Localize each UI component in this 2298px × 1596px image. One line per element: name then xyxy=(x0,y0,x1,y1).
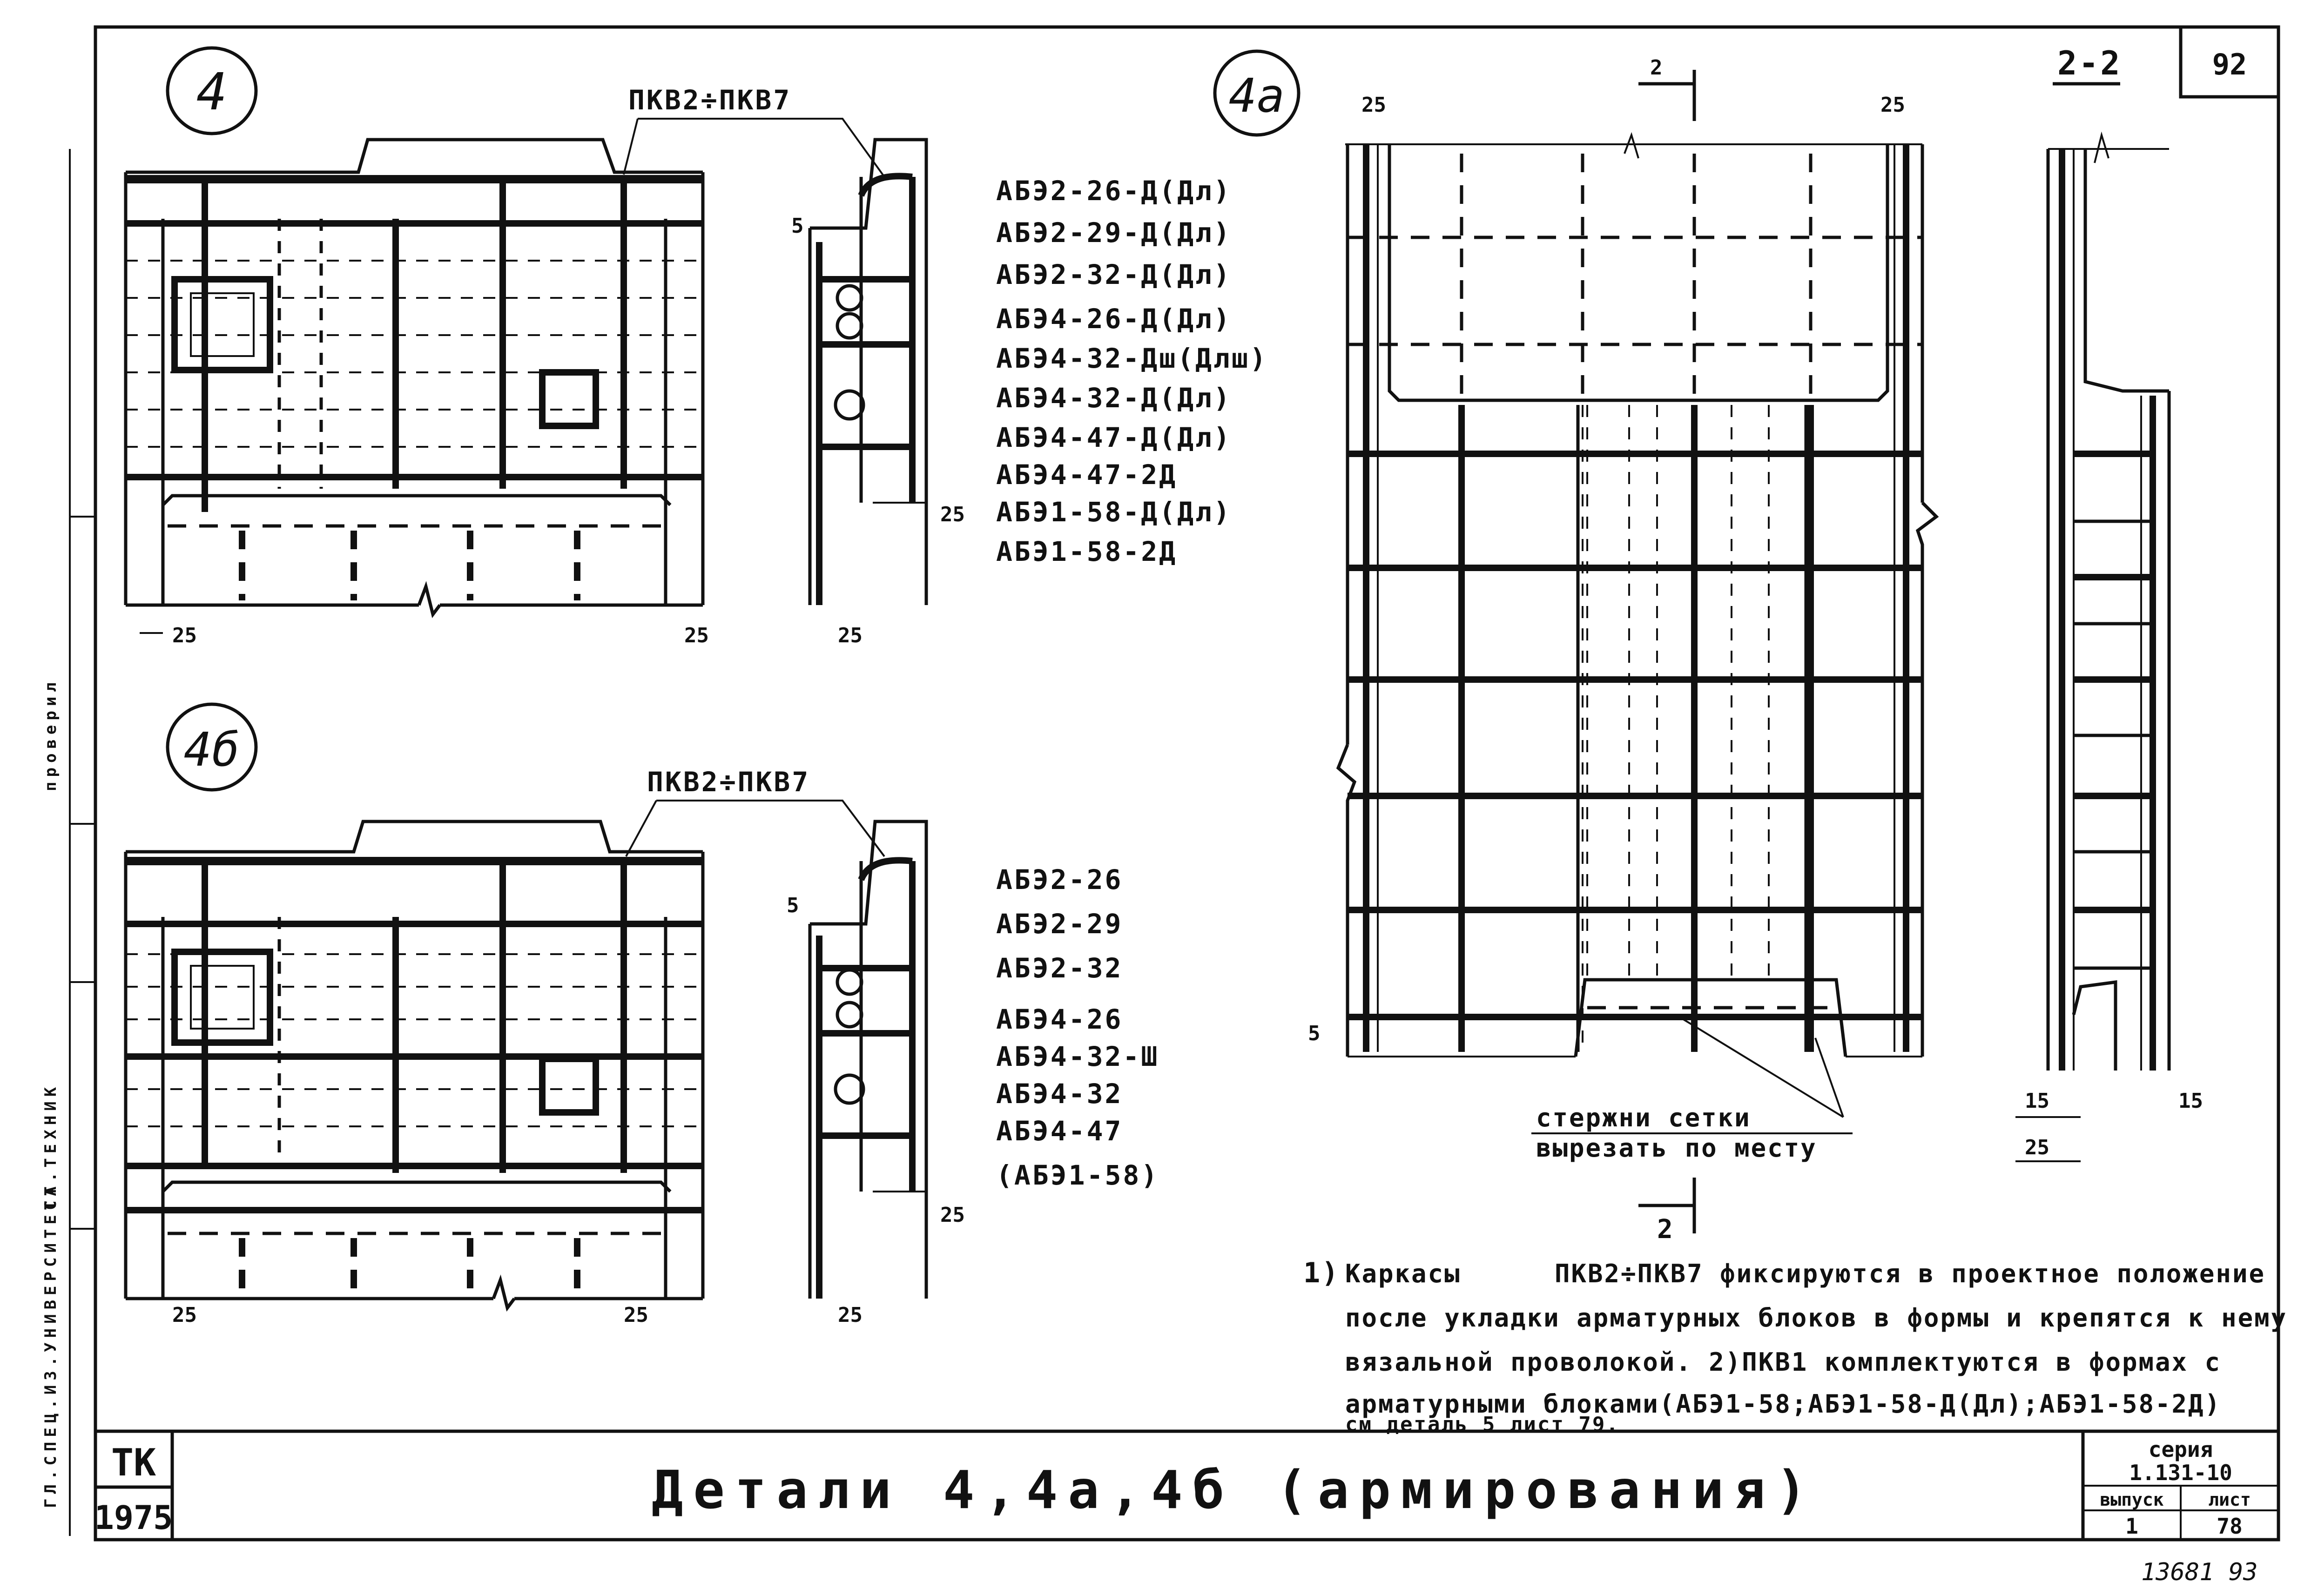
detail-4b-block: АБЭ2-26 xyxy=(996,864,1123,896)
detail-4-dim-left: 25 xyxy=(172,624,197,647)
detail-4a-dim-bottom-left: 5 xyxy=(1308,1022,1321,1045)
sheet-label: лист xyxy=(2208,1489,2251,1510)
detail-4-frames-callout: ПКВ2÷ПКВ7 xyxy=(628,84,791,116)
sheet-number: 92 xyxy=(2212,47,2247,81)
title-block-org: ТК xyxy=(111,1441,156,1484)
detail-4a-circle xyxy=(1213,49,1301,137)
detail-4b-block: АБЭ4-32-Ш xyxy=(996,1041,1159,1072)
section-dim-left-25: 25 xyxy=(2025,1136,2049,1159)
detail-4b-profile-dim-bottom: 25 xyxy=(838,1303,863,1327)
detail-4b-block: АБЭ4-26 xyxy=(996,1003,1123,1035)
issue-value: 1 xyxy=(2125,1514,2138,1539)
archive-number: 13681 93 xyxy=(2141,1558,2258,1586)
note-1-part-b: ПКВ2÷ПКВ7 фиксируются в проектное положе… xyxy=(1555,1259,2265,1288)
detail-4b-profile-dim-side: 25 xyxy=(940,1203,965,1227)
detail-4-block: АБЭ2-26-Д(Дл) xyxy=(996,175,1232,207)
detail-4b: 4б ПКВ2÷ПКВ7 25 2 xyxy=(124,702,1159,1327)
issue-label: выпуск xyxy=(2100,1489,2163,1510)
detail-4-block: АБЭ1-58-2Д xyxy=(996,536,1177,567)
detail-4-blocks-list: АБЭ2-26-Д(Дл) АБЭ2-29-Д(Дл) АБЭ2-32-Д(Дл… xyxy=(996,175,1268,567)
detail-4b-profile-dim-top: 5 xyxy=(787,894,799,917)
sheet-number-box xyxy=(2179,25,2280,99)
series-value: 1.131-10 xyxy=(2129,1460,2232,1485)
note-1-number: 1) xyxy=(1303,1257,1340,1289)
detail-4-block: АБЭ4-47-2Д xyxy=(996,459,1177,491)
sheet-border xyxy=(94,25,2280,1542)
detail-4-circle xyxy=(166,46,258,135)
detail-4-profile-dim-top: 5 xyxy=(791,214,804,238)
detail-4-block: АБЭ4-47-Д(Дл) xyxy=(996,422,1232,453)
detail-4b-opening-small xyxy=(539,1056,599,1116)
detail-4b-top-outline xyxy=(126,820,703,854)
detail-4a-label: 4а xyxy=(1229,68,1285,123)
section-dim-left-15: 15 xyxy=(2025,1089,2049,1113)
detail-4-block: АБЭ1-58-Д(Дл) xyxy=(996,496,1232,528)
note-line-4: арматурными блоками(АБЭ1-58;АБЭ1-58-Д(Дл… xyxy=(1345,1389,2221,1419)
section-dim-right-15: 15 xyxy=(2178,1089,2203,1113)
detail-4-dim-right: 25 xyxy=(684,624,709,647)
detail-4-block: АБЭ4-32-Дш(Длш) xyxy=(996,343,1268,374)
section-2-2: 2-2 15 25 15 xyxy=(2015,44,2203,1162)
note-line-3: вязальной проволокой. 2)ПКВ1 комплектуют… xyxy=(1345,1347,2221,1377)
detail-4b-circle xyxy=(166,702,258,792)
detail-4-top-outline xyxy=(126,138,703,174)
margin-signature-label: СТ.ТЕХНИК xyxy=(41,1083,60,1210)
title-block: ТК 1975 Детали 4,4а,4б (армирования) сер… xyxy=(94,1437,2258,1586)
section-2-2-label: 2-2 xyxy=(2057,44,2122,82)
detail-4-opening-large xyxy=(171,276,273,373)
detail-4-opening-small xyxy=(539,369,599,429)
detail-4b-dim-right: 25 xyxy=(624,1303,648,1327)
detail-4-block: АБЭ4-26-Д(Дл) xyxy=(996,303,1232,335)
detail-4-block: АБЭ2-29-Д(Дл) xyxy=(996,217,1232,249)
detail-4-profile-dim-bottom: 25 xyxy=(838,624,863,647)
detail-4b-block: АБЭ4-32 xyxy=(996,1078,1123,1110)
detail-4-profile-outline xyxy=(810,138,928,605)
detail-4a-cut-top-label: 2 xyxy=(1650,56,1663,80)
margin-ticks xyxy=(70,516,95,1230)
title-block-year: 1975 xyxy=(94,1499,173,1537)
series-label: серия xyxy=(2149,1437,2213,1462)
sheet-value: 78 xyxy=(2217,1514,2242,1539)
detail-4b-blocks-list: АБЭ2-26 АБЭ2-29 АБЭ2-32 АБЭ4-26 АБЭ4-32-… xyxy=(996,864,1159,1191)
detail-4a-cut-bottom-label: 2 xyxy=(1657,1214,1673,1245)
detail-4b-dim-left: 25 xyxy=(172,1303,197,1327)
detail-4b-frames-callout: ПКВ2÷ПКВ7 xyxy=(647,766,810,798)
note-1-part-a: Каркасы xyxy=(1345,1259,1461,1288)
drawing-title: Детали 4,4а,4б (армирования) xyxy=(652,1460,1817,1521)
detail-4-block: АБЭ4-32-Д(Дл) xyxy=(996,382,1232,414)
note-line-5: см деталь 5 лист 79. xyxy=(1345,1413,1620,1436)
detail-4b-block: АБЭ4-47 xyxy=(996,1115,1123,1147)
margin-header-label: ГЛ.СПЕЦ.ИЗ.УНИВЕРСИТЕТА xyxy=(41,1182,60,1508)
detail-4-block: АБЭ2-32-Д(Дл) xyxy=(996,259,1232,290)
margin-checked-label: проверил xyxy=(41,678,60,791)
detail-4-profile-dim-side: 25 xyxy=(940,503,965,526)
detail-4b-profile-outline xyxy=(810,820,928,1299)
detail-4a-dim-top-left: 25 xyxy=(1361,93,1386,117)
mesh-note-line2: вырезать по месту xyxy=(1536,1133,1817,1163)
mesh-note-line1: стержни сетки xyxy=(1536,1103,1751,1132)
detail-4b-opening-large xyxy=(171,949,273,1046)
detail-4-label: 4 xyxy=(196,62,227,121)
detail-4a-dim-top-right: 25 xyxy=(1880,93,1905,117)
detail-4b-block: АБЭ2-32 xyxy=(996,952,1123,984)
detail-4b-block: (АБЭ1-58) xyxy=(996,1159,1159,1191)
note-line-2: после укладки арматурных блоков в формы … xyxy=(1345,1303,2287,1333)
detail-4: 4 xyxy=(124,46,1268,647)
detail-4a: 4а 2 2 xyxy=(1213,49,1939,1245)
detail-4b-label: 4б xyxy=(184,722,240,777)
detail-4b-block: АБЭ2-29 xyxy=(996,908,1123,940)
notes: 1) Каркасы ПКВ2÷ПКВ7 фиксируются в проек… xyxy=(1303,1257,2287,1436)
